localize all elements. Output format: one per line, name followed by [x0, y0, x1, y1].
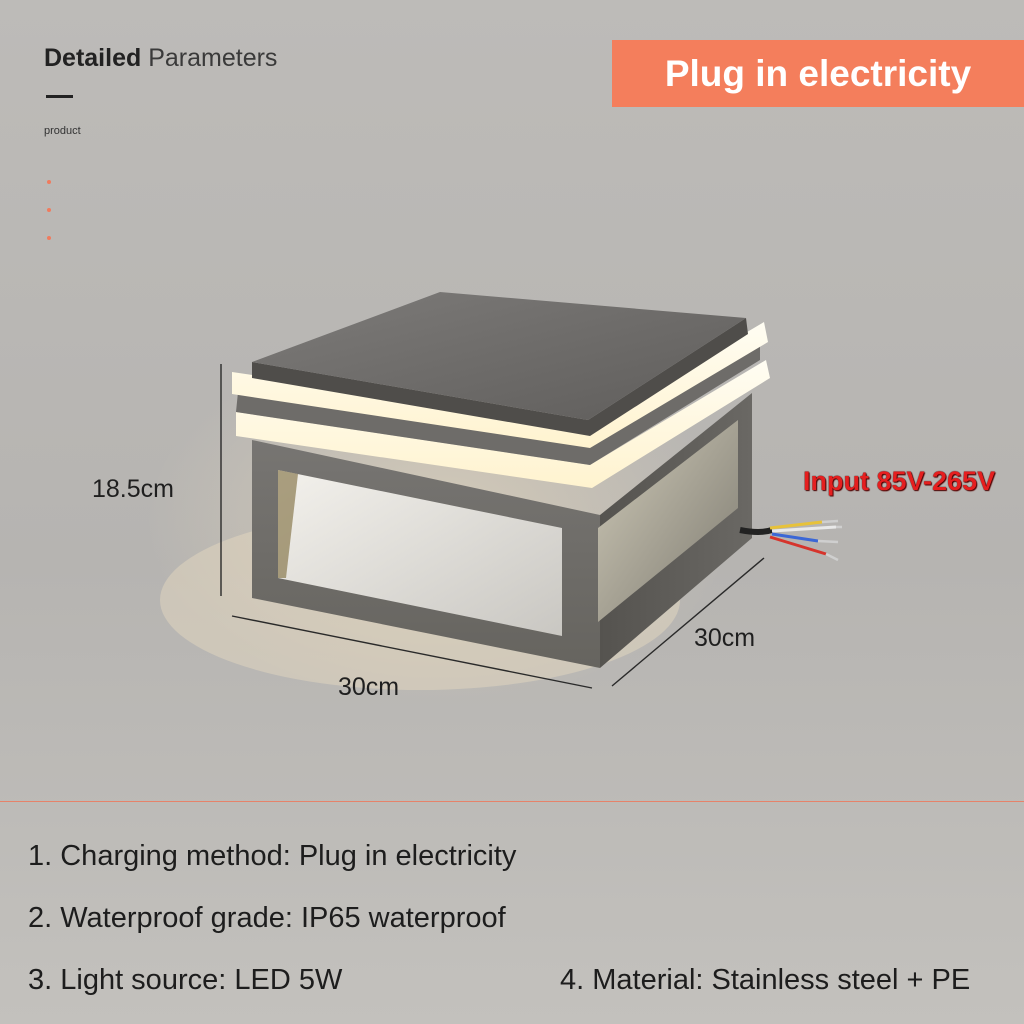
height-label: 18.5cm [92, 475, 174, 503]
title-underline [46, 95, 73, 98]
window-inner-wall [278, 470, 298, 578]
title-rest: Parameters [148, 44, 278, 72]
input-voltage-label: Input 85V-265V [803, 466, 996, 496]
side-window [598, 420, 738, 622]
param-charging-method: 1. Charging method: Plug in electricity [28, 840, 517, 872]
wire-tips [817, 519, 842, 562]
lower-light-ring [236, 360, 770, 488]
front-window [278, 470, 562, 636]
section-divider [0, 801, 1024, 802]
wire-blue [771, 532, 819, 543]
lamp-illustration [160, 292, 842, 690]
product-label: product [44, 125, 81, 137]
wire-yellow [769, 520, 823, 530]
param-material: 4. Material: Stainless steel + PE [560, 964, 971, 996]
power-banner: Plug in electricity [612, 40, 1024, 107]
decorative-dot [47, 208, 51, 212]
title-bold: Detailed [44, 44, 142, 72]
banner-text: Plug in electricity [664, 52, 972, 94]
wire-white [771, 525, 837, 533]
depth-dimension-line [611, 557, 765, 687]
wire-red [769, 535, 827, 556]
page-title: Detailed Parameters [44, 44, 277, 73]
upper-light-ring [232, 322, 768, 448]
decorative-dot [47, 180, 51, 184]
width-label: 30cm [338, 673, 400, 701]
lamp-top-cap [252, 292, 746, 420]
power-cable [739, 527, 773, 535]
width-dimension-line [231, 615, 593, 689]
decorative-dot [47, 236, 51, 240]
param-light-source: 3. Light source: LED 5W [28, 964, 343, 996]
depth-label: 30cm [694, 624, 756, 652]
cap-edge [252, 318, 748, 436]
middle-band [236, 340, 760, 465]
param-waterproof-grade: 2. Waterproof grade: IP65 waterproof [28, 902, 506, 934]
